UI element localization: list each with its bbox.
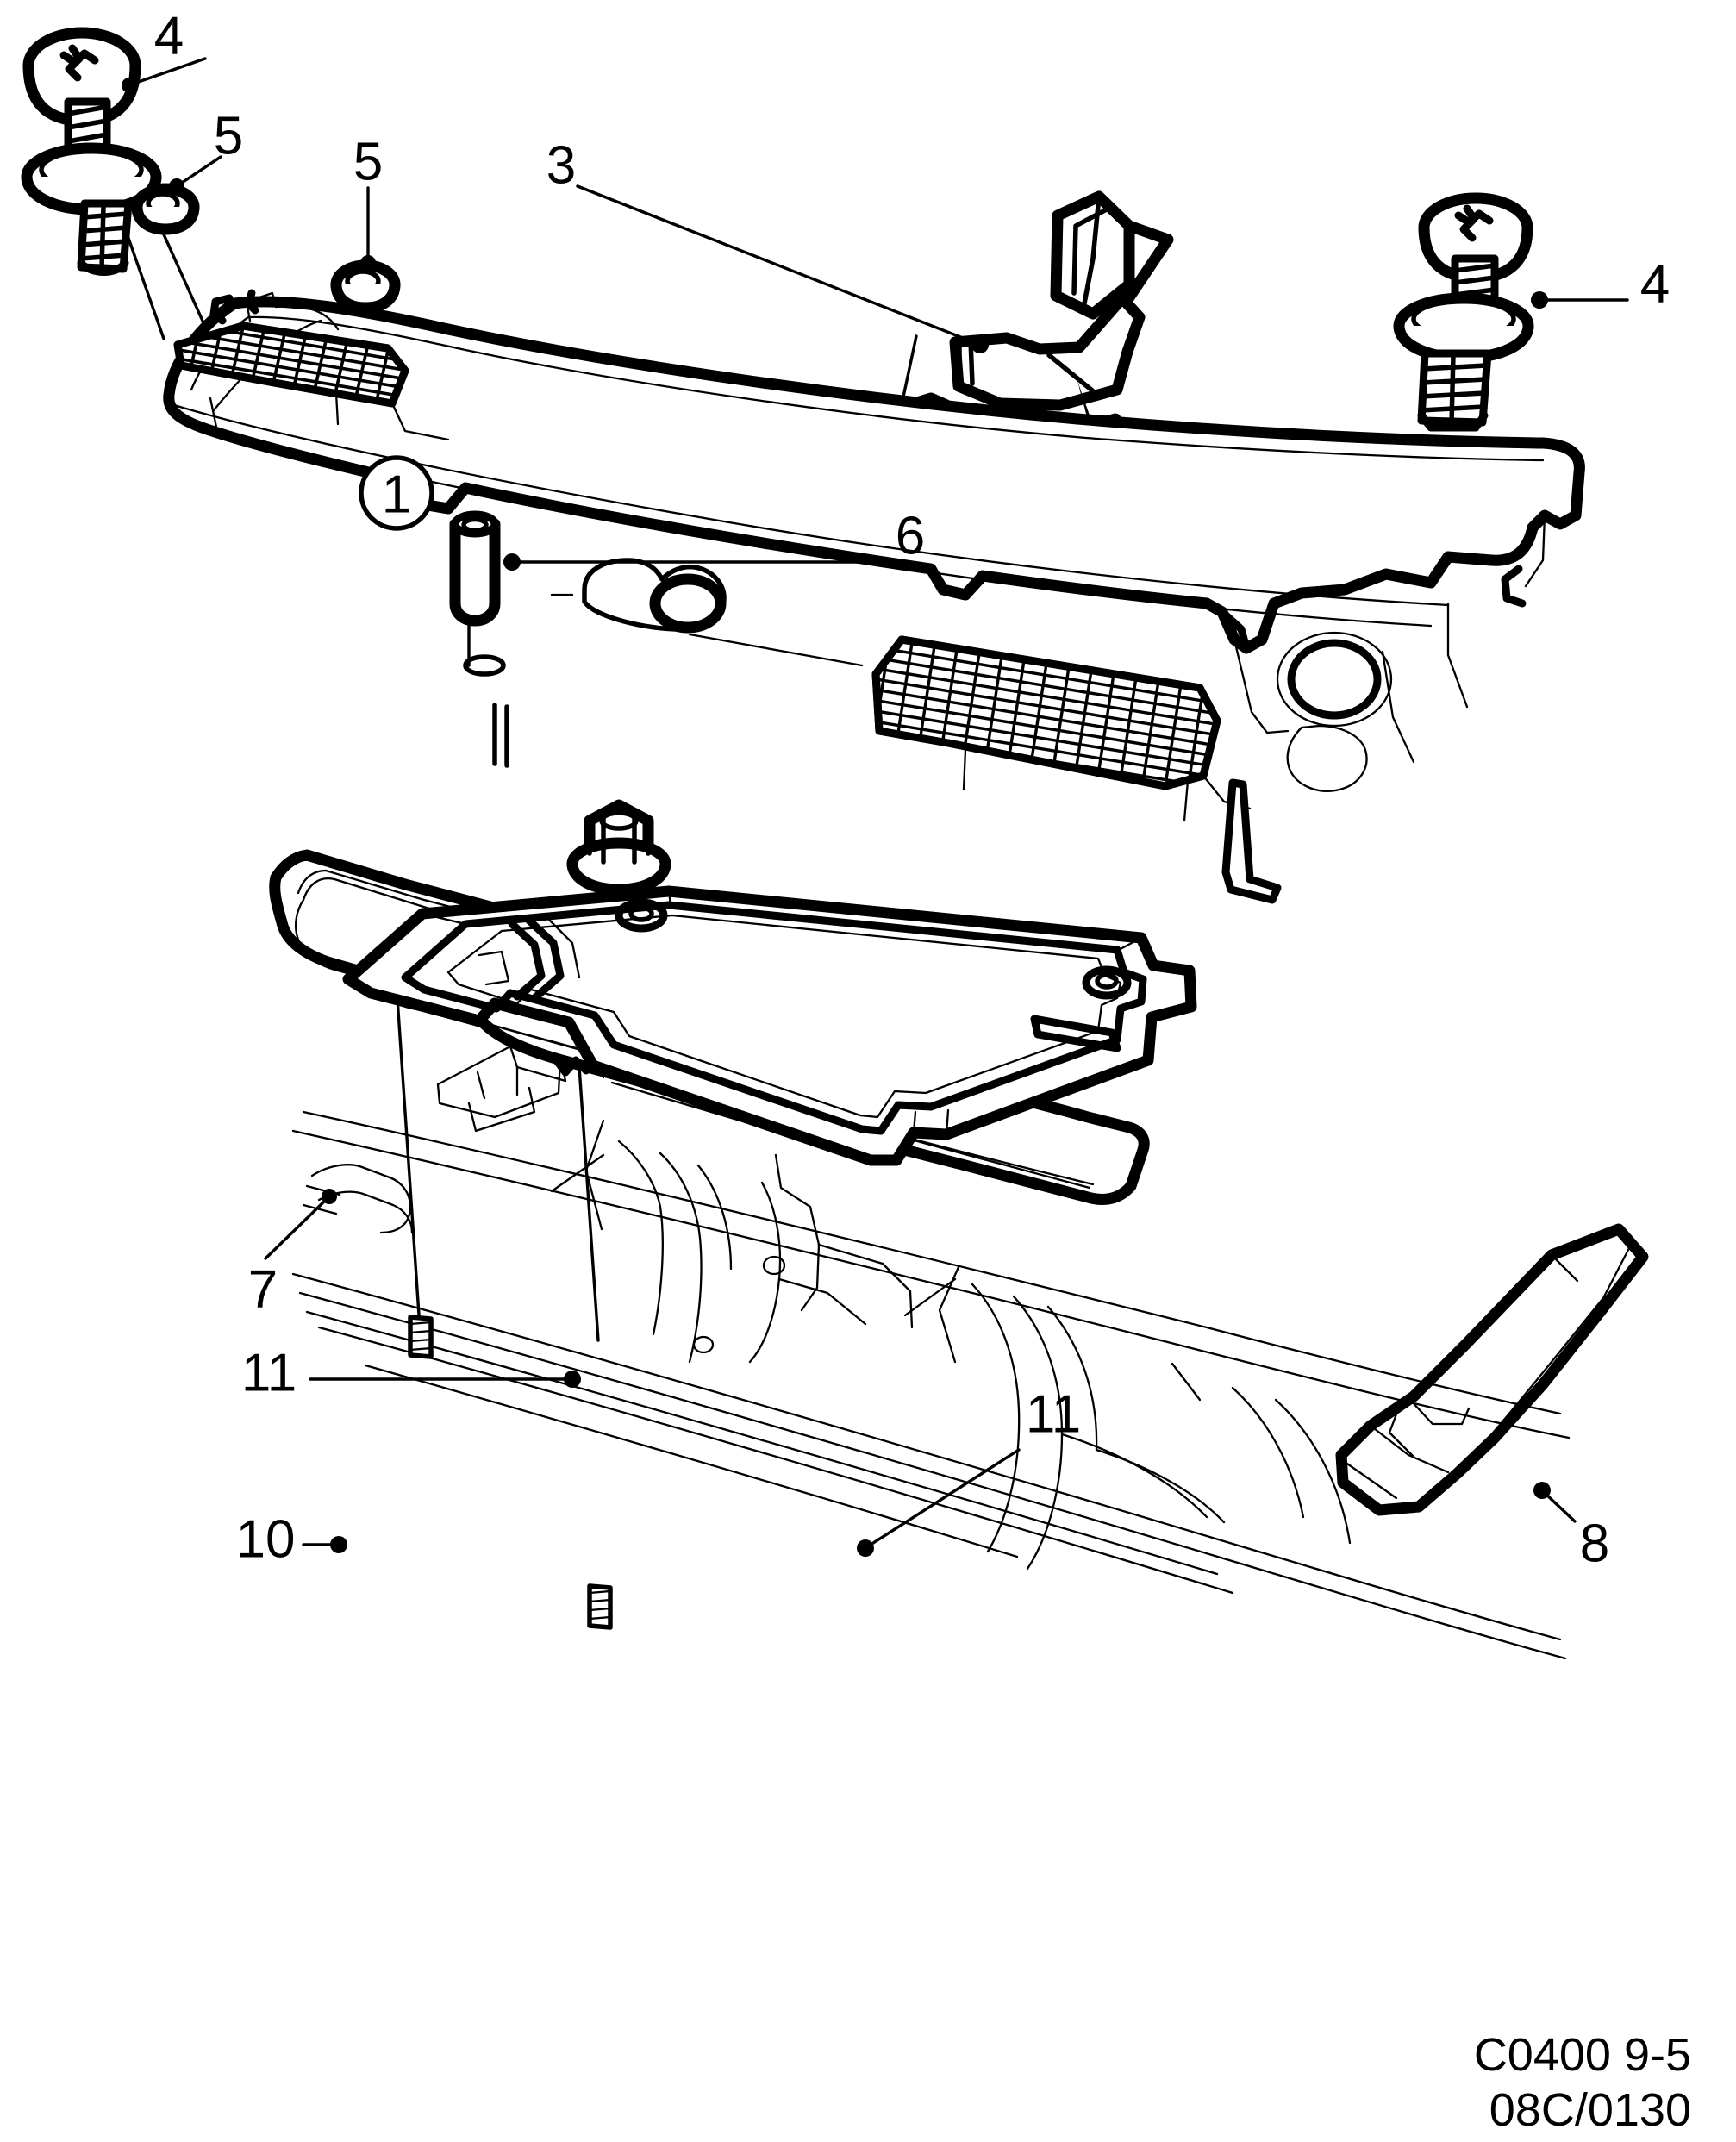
callout-label-3: 3 [546, 135, 576, 195]
footer-line-2: 08C/0130 [1489, 2084, 1691, 2136]
grommet-mid [330, 259, 401, 314]
tray-cover [342, 885, 1197, 1166]
callout-annotations: 4 5 5 3 [122, 6, 1670, 1573]
footer-block: C0400 9-5 08C/0130 [1474, 2029, 1691, 2136]
circle-label-text: 1 [382, 465, 411, 525]
callout-label-10: 10 [236, 1509, 296, 1569]
callout-11-right: 11 [857, 1384, 1081, 1557]
callout-label-4-right: 4 [1640, 254, 1670, 314]
flange-nut-left [566, 799, 671, 896]
callout-label-11-right: 11 [1026, 1384, 1081, 1444]
callout-6: 6 [503, 506, 925, 571]
callout-4-right: 4 [1531, 254, 1670, 314]
cowl-panel [163, 289, 1585, 904]
callout-10: 10 [236, 1509, 347, 1569]
screw-rivet-right [1393, 192, 1534, 432]
callout-label-8: 8 [1580, 1514, 1609, 1573]
body-stud-left [408, 1315, 434, 1359]
callout-label-11-left: 11 [241, 1343, 297, 1402]
screw-rivet-left [21, 27, 162, 276]
grommet-left [131, 183, 200, 235]
callout-5-mid: 5 [353, 132, 383, 271]
body-stud-right [587, 1583, 613, 1630]
left-vent-mesh [173, 322, 409, 408]
callout-label-5-left: 5 [214, 106, 243, 165]
callout-8: 8 [1533, 1482, 1609, 1573]
callout-label-7: 7 [248, 1259, 278, 1319]
circled-item-label: 1 [359, 455, 434, 531]
callout-label-5-mid: 5 [353, 132, 383, 191]
body-bulkhead [291, 1045, 1571, 1660]
callout-5-left: 5 [169, 106, 243, 194]
right-vent-mesh [871, 635, 1221, 790]
callout-4-left: 4 [122, 6, 207, 93]
footer-line-1: C0400 9-5 [1474, 2029, 1691, 2081]
spacer-sleeve [449, 510, 501, 627]
callout-7: 7 [248, 1189, 337, 1319]
seal-strip [1335, 1223, 1649, 1516]
callout-11-left: 11 [241, 1343, 581, 1402]
callout-label-6: 6 [896, 506, 925, 565]
callout-label-4-left: 4 [154, 6, 184, 66]
callout-3: 3 [546, 135, 989, 353]
center-aperture [582, 558, 727, 634]
